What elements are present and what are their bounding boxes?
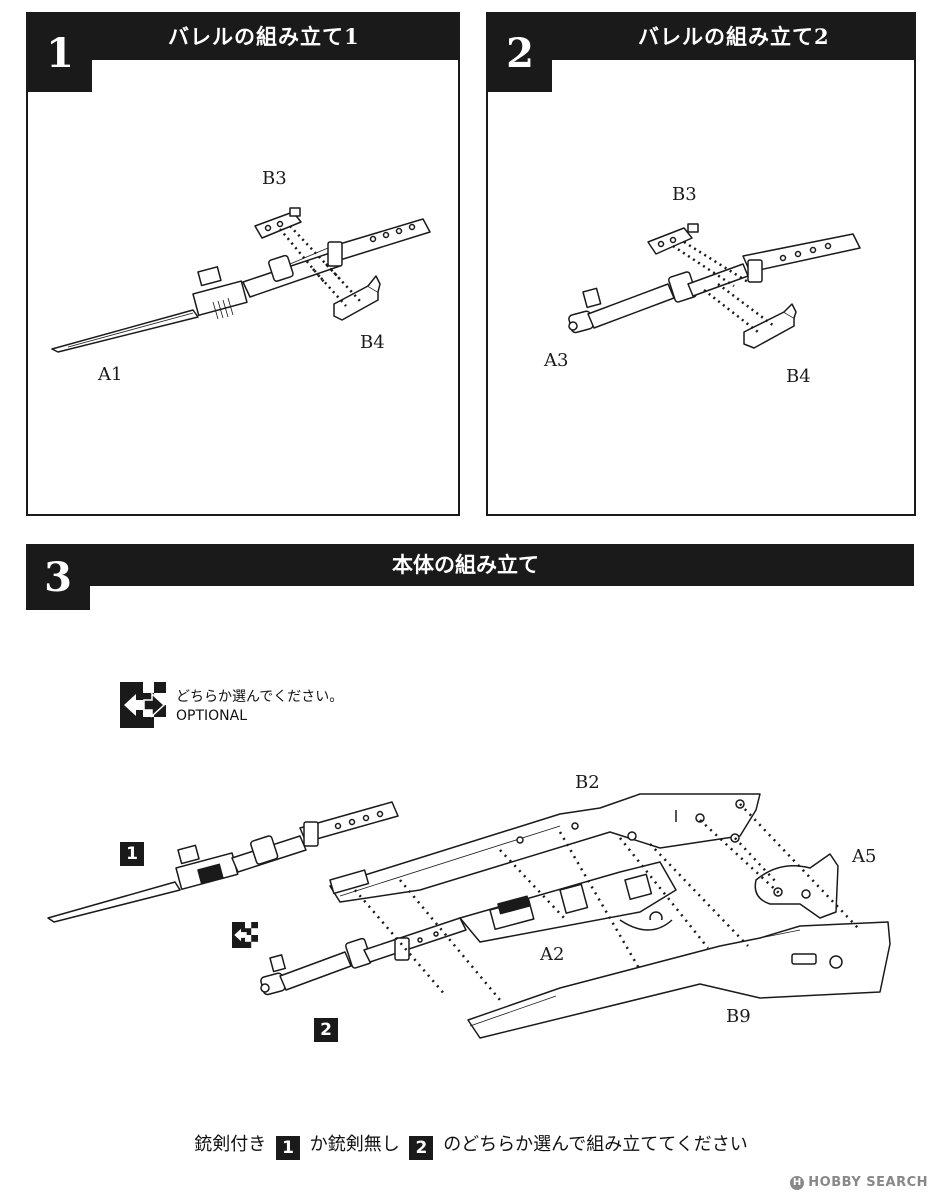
step3-body-assembly-illustration [47, 793, 891, 1039]
step2-barrel-without-bayonet-illustration [568, 223, 861, 349]
optional-text-en: OPTIONAL [176, 708, 248, 724]
step1-label-b3: B3 [262, 168, 287, 189]
step2-header-bar [488, 14, 914, 60]
note-badge-2: 2 [409, 1136, 434, 1160]
note-badge-1: 1 [275, 1136, 300, 1160]
step2-number: 2 [488, 14, 552, 92]
step3-number: 3 [26, 544, 90, 610]
step3-label-b2: B2 [575, 772, 600, 793]
step3-title: 本体の組み立て [392, 552, 539, 577]
step3-label-b9: B9 [726, 1006, 751, 1027]
hobby-search-logo-icon: H [790, 1176, 805, 1190]
step1-title: バレルの組み立て1 [168, 24, 360, 49]
optional-choice-icon [120, 682, 166, 728]
step2-panel: 2 バレルの組み立て2 [486, 12, 916, 516]
step3-header-bar [26, 544, 914, 586]
assembly-choice-note: 銃剣付き 1 か銃剣無し 2 のどちらか選んで組み立ててください [0, 1130, 942, 1160]
step2-label-b4: B4 [786, 366, 811, 387]
step1-number: 1 [28, 14, 92, 92]
step3-label-a5: A5 [852, 846, 877, 867]
note-part2: か銃剣無し [309, 1134, 400, 1155]
option-2-badge: 2 [314, 1018, 338, 1042]
step1-panel: 1 バレルの組み立て1 [26, 12, 460, 516]
note-part3: のどちらか選んで組み立ててください [443, 1134, 748, 1155]
option-1-badge: 1 [120, 842, 144, 866]
step1-barrel-with-bayonet-illustration [51, 207, 431, 353]
step1-header-bar [28, 14, 458, 60]
step1-label-b4: B4 [360, 332, 385, 353]
step1-label-a1: A1 [98, 364, 123, 385]
step2-label-b3: B3 [672, 184, 697, 205]
optional-text-ja: どちらか選んでください。 [176, 689, 344, 705]
choice-icon-small [232, 922, 258, 948]
step2-title: バレルの組み立て2 [638, 24, 830, 49]
note-part1: 銃剣付き [194, 1134, 267, 1155]
step3-label-a2: A2 [540, 944, 565, 965]
watermark-text: HOBBY SEARCH [808, 1175, 928, 1190]
step2-label-a3: A3 [544, 350, 569, 371]
